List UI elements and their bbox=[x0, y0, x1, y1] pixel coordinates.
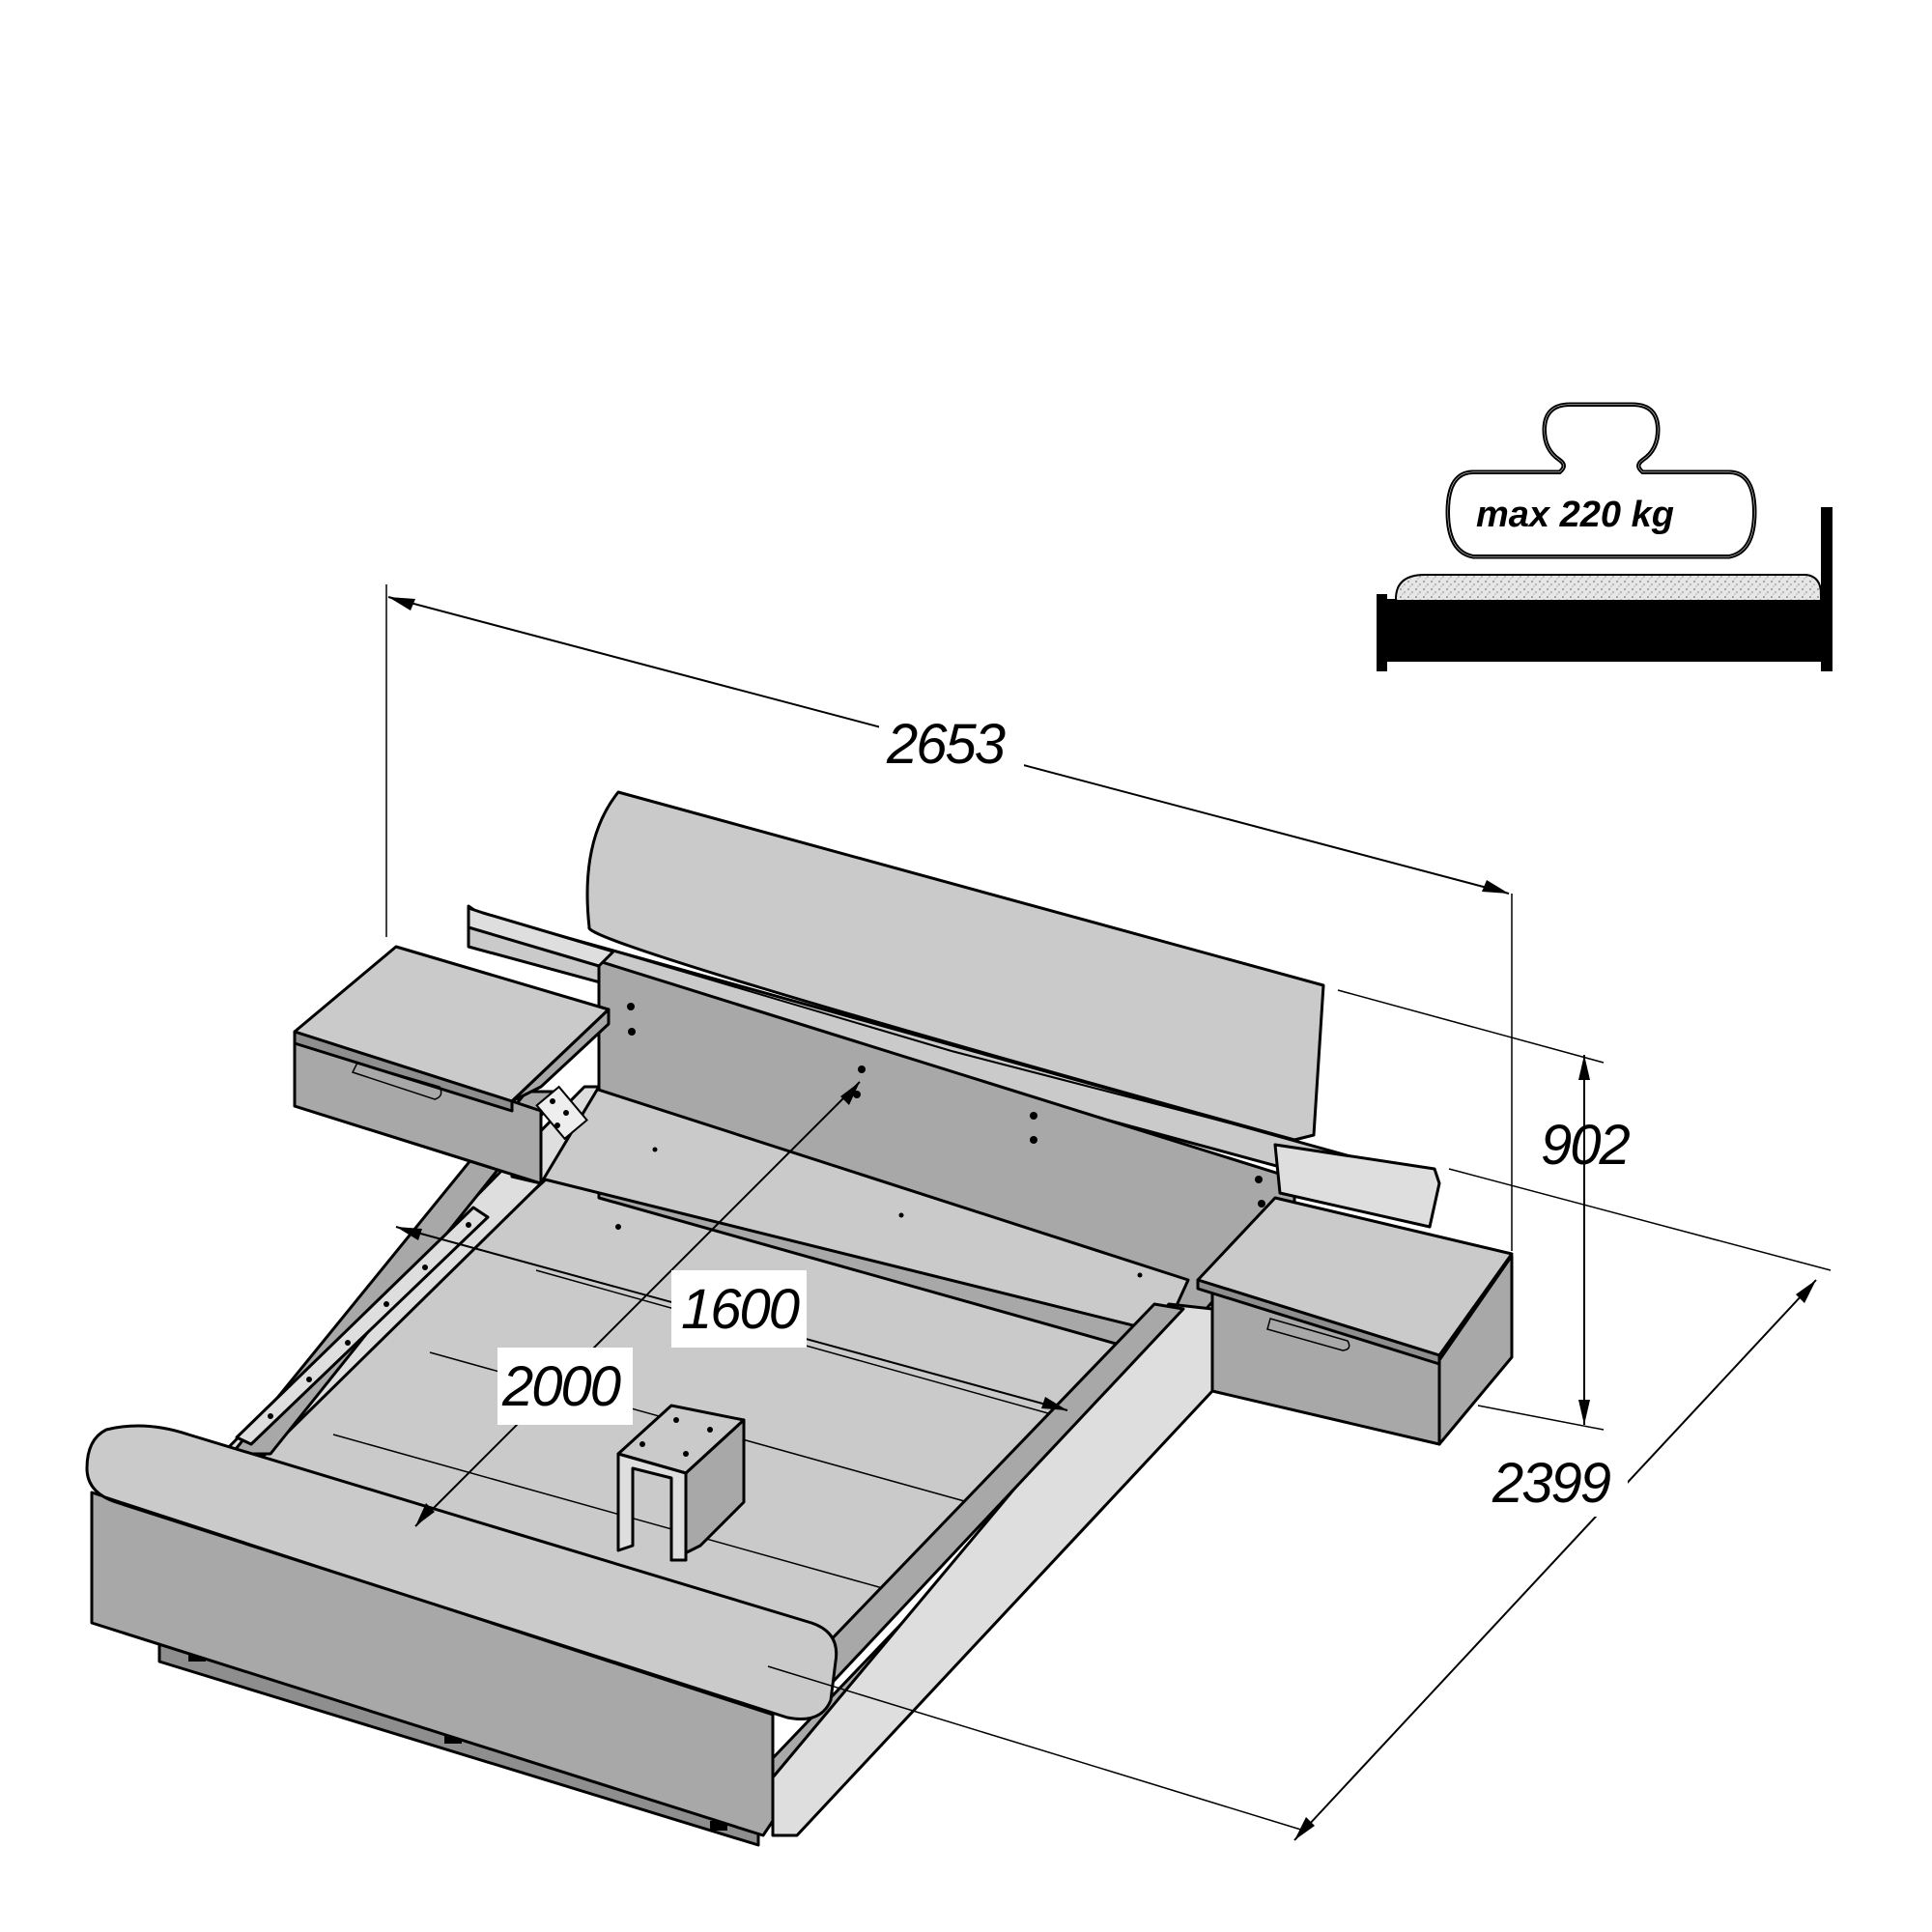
max-load-badge: max 220 kg bbox=[1377, 402, 1833, 671]
weight-icon bbox=[1445, 402, 1757, 559]
headboard-cushion bbox=[585, 790, 1325, 1142]
footboard-cushion bbox=[85, 1424, 838, 1720]
mattress-length-label: 2000 bbox=[501, 1355, 621, 1418]
overall-length-label: 2399 bbox=[1492, 1452, 1611, 1515]
max-load-label: max 220 kg bbox=[1476, 495, 1674, 535]
mattress-width-label: 1600 bbox=[681, 1278, 800, 1341]
bed-illustration bbox=[85, 790, 1514, 1847]
left-nightstand bbox=[293, 945, 611, 1185]
center-support bbox=[616, 1404, 746, 1562]
right-nightstand bbox=[1196, 1143, 1514, 1446]
height-label: 902 bbox=[1541, 1114, 1631, 1177]
hardware-dots bbox=[615, 1003, 1265, 1278]
overall-width-label: 2653 bbox=[886, 713, 1006, 776]
bed-foot bbox=[444, 1734, 462, 1744]
left-back-extension bbox=[467, 906, 615, 968]
hinge-fitting bbox=[535, 1085, 588, 1141]
rail-bracket bbox=[235, 1206, 490, 1446]
bed-foot bbox=[710, 1821, 727, 1831]
bed-load-icon bbox=[1377, 507, 1833, 671]
